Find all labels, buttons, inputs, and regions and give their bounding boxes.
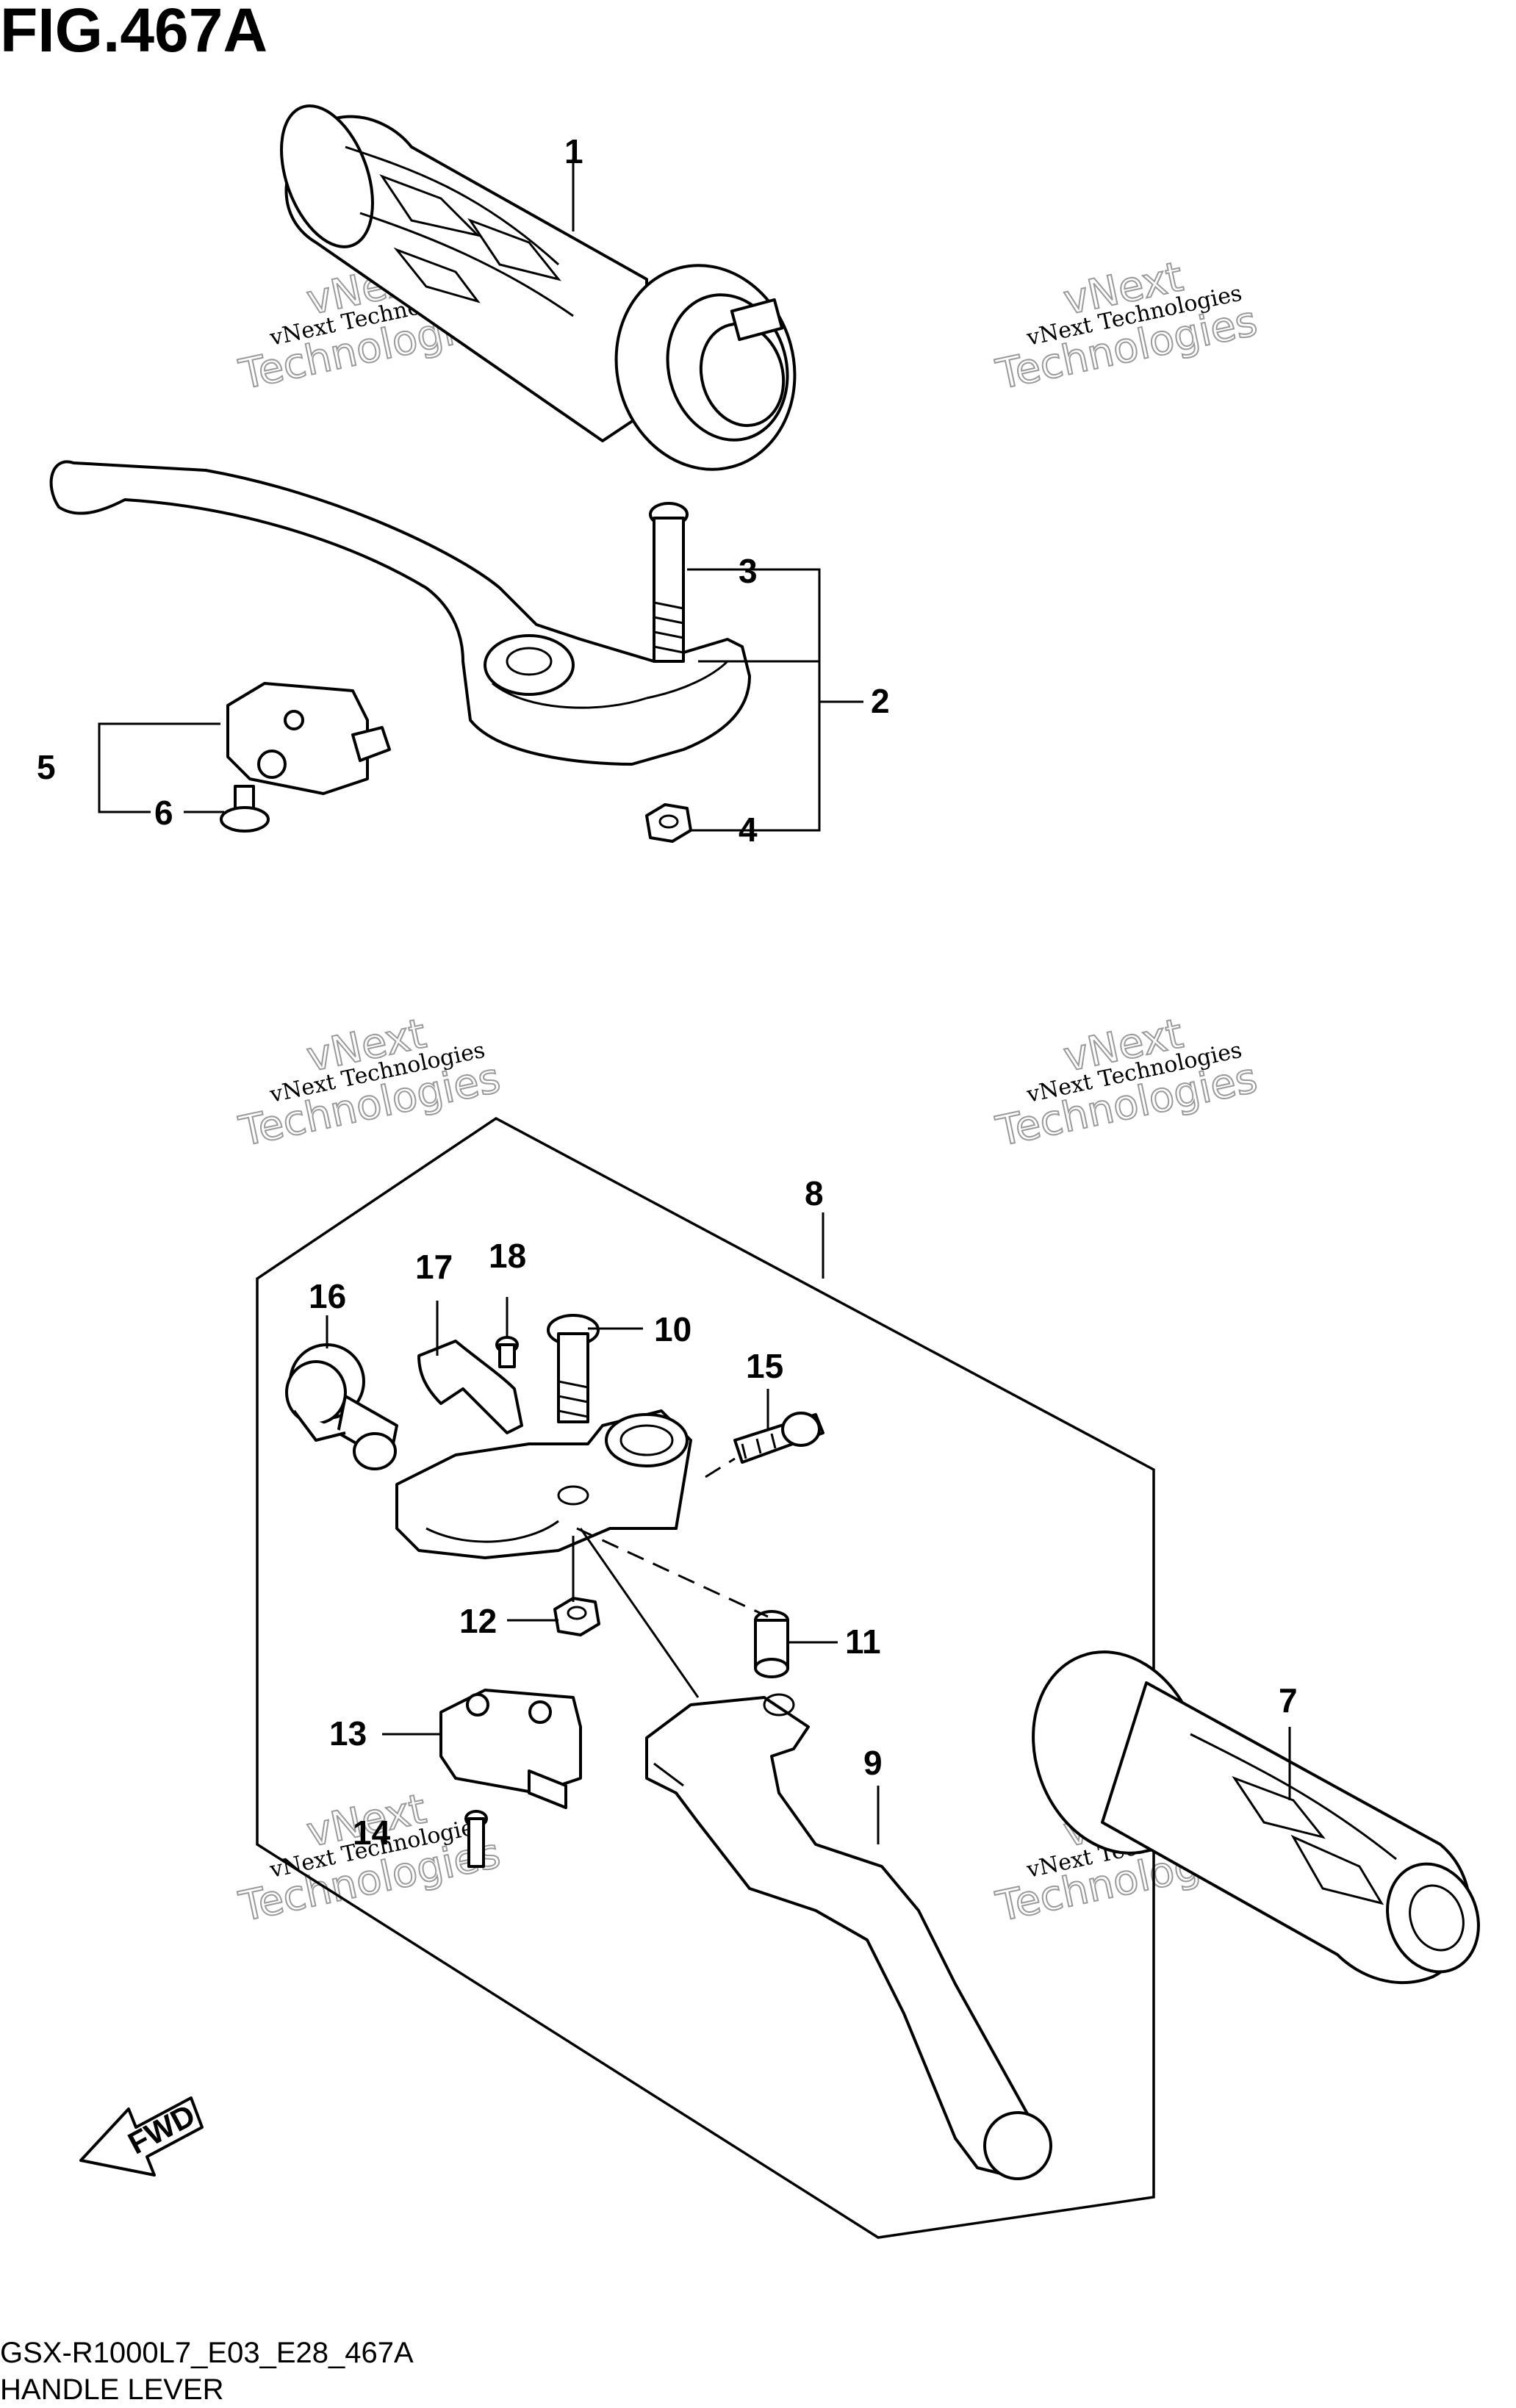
clutch-lever-holder [395,1409,692,1559]
callout-15: 15 [746,1347,783,1385]
callout-4: 4 [739,811,758,849]
lower-leaders [326,1212,1291,1844]
part-6-screw [220,785,270,833]
fwd-label: FWD [123,2097,201,2160]
part-13-clutch-switch [439,1689,582,1809]
callout-14: 14 [353,1814,391,1852]
callout-9: 9 [863,1744,883,1782]
part-11-collar [754,1610,789,1678]
part-10-pivot-bolt [547,1314,600,1423]
callout-18: 18 [489,1237,526,1275]
part-1-throttle-grip [280,104,797,471]
callout-10: 10 [654,1310,691,1348]
callout-6: 6 [154,794,173,832]
part-3-pivot-bolt [649,502,689,663]
watermark-4: vNext Technologies vNext Technologies [991,1009,1262,1157]
part-14-screw [464,1810,488,1868]
callout-8: 8 [805,1174,824,1212]
part-18-screw [495,1336,519,1368]
callout-11: 11 [845,1622,881,1661]
part-4-nut [645,803,692,843]
part-8-assembly-boundary [256,1116,1155,2239]
assembly-line-2 [705,1457,736,1478]
callout-13: 13 [329,1714,367,1753]
watermark-2: vNext Technologies vNext Technologies [991,252,1262,400]
callout-17: 17 [415,1248,453,1286]
figure-caption: HANDLE LEVER [0,2373,224,2406]
fwd-arrow-icon: FWD [79,2096,204,2177]
part-17-bracket [417,1340,523,1434]
part-9-clutch-lever [645,1693,1052,2180]
part-2-brake-lever [49,460,751,766]
assembly-line-3 [579,1528,700,1698]
figure-title: FIG.467A [0,0,267,65]
part-7-left-grip [1032,1650,1480,1984]
model-code: GSX-R1000L7_E03_E28_467A [0,2337,414,2369]
callout-1: 1 [564,132,583,170]
upper-leaders [98,158,863,832]
callout-12: 12 [459,1602,497,1640]
part-12-nut [553,1597,600,1636]
assembly-line-1 [576,1527,769,1618]
callout-2: 2 [871,682,890,720]
callout-16: 16 [309,1277,346,1315]
part-5-brake-switch [226,682,391,795]
part-15-bolt [733,1412,825,1464]
callout-5: 5 [37,748,56,786]
callout-3: 3 [739,552,758,590]
callout-7: 7 [1279,1681,1298,1719]
watermark-3: vNext Technologies vNext Technologies [234,1009,505,1157]
part-16-adjuster [285,1343,398,1470]
